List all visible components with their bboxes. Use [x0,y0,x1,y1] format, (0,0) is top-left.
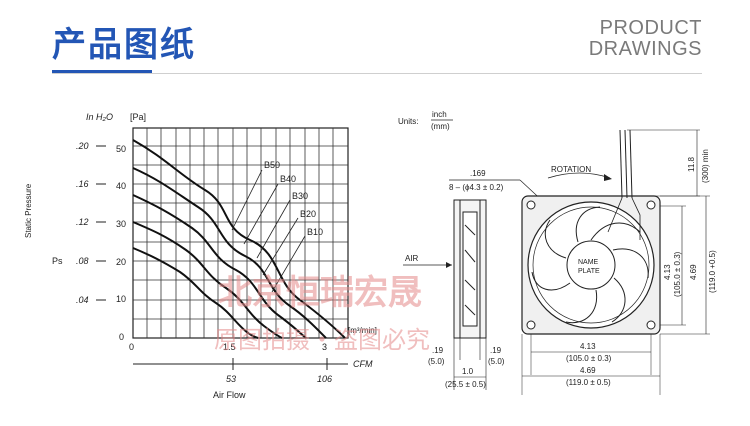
units-label: Units: [398,117,418,126]
curve-label-b40: B40 [280,174,296,184]
bottom-413-inch: 4.13 [580,342,596,351]
left-tick-label: .16 [76,179,89,189]
left-tick-label: .08 [76,256,89,266]
curve-label-b10: B10 [307,227,323,237]
units-inch: inch [432,110,447,119]
title-underline [52,70,152,73]
ps-label: Ps [52,256,63,266]
watermark-line2: 原图拍摄・盗图必究 [214,326,430,354]
pa-tick-label: 50 [116,144,126,154]
dimension-drawing: Units: inch (mm) .169 8 – (ϕ4.3 ± 0.2) A… [398,110,717,395]
name-plate-line2: PLATE [578,268,600,275]
depth-mm: (25.5 ± 0.5) [445,380,486,389]
lead-length-mm: (300) min [701,149,710,183]
rotation-label: ROTATION [551,165,591,174]
page-title: 产品图纸 [52,25,196,65]
x-tick-m3: 1.5 [223,342,236,352]
curve-label-b50: B50 [264,160,280,170]
y-axis-label: Static Pressure [24,183,33,238]
cfm-tick: 106 [317,374,332,384]
curve-b10 [132,247,259,339]
hole-size-mm: 8 – (ϕ4.3 ± 0.2) [449,183,504,192]
pa-tick-labels: 50 40 30 20 10 0 [116,144,126,342]
cfm-tick: 53 [226,374,236,384]
side-469-mm: (119.0 +0.5) [708,250,717,293]
left-tick-labels: .20 .16 .12 .08 .04 [76,141,106,305]
english-title: PRODUCT DRAWINGS [589,18,702,60]
cfm-unit-label: CFM [353,359,373,369]
flange-a-mm: (5.0) [428,357,445,366]
air-label: AIR [405,254,419,263]
pa-tick-label: 30 [116,219,126,229]
performance-chart: In H₂O [Pa] Static Pressure Ps .20 .16 .… [24,112,377,400]
english-title-line2: DRAWINGS [588,38,702,60]
left-tick-label: .04 [76,295,89,305]
unit-inh2o-label: In H₂O [86,112,113,122]
side-413-inch: 4.13 [663,264,672,280]
depth-inch: 1.0 [462,367,474,376]
lead-length-inch: 11.8 [687,156,696,172]
left-tick-label: .20 [76,141,89,151]
curve-labels: B50 B40 B30 B20 B10 [264,160,323,237]
side-469-inch: 4.69 [689,264,698,280]
fan-side-view [453,199,487,339]
pa-tick-label: 10 [116,294,126,304]
name-plate-line1: NAME [578,259,599,266]
english-title-line1: PRODUCT [599,17,702,39]
hole-size-inch: .169 [470,169,486,178]
units-mm: (mm) [431,122,450,131]
x-tick-m3: 3 [322,342,327,352]
header-divider [52,73,702,74]
curve-b40 [132,167,327,339]
chart-grid [132,127,349,339]
watermark-line1: 北京恒瑞宏晟 [218,273,422,313]
curve-b50 [132,139,346,339]
m3-unit-label: [m³/min] [348,326,377,335]
pa-tick-label: 0 [119,332,124,342]
side-413-mm: (105.0 ± 0.3) [673,251,682,297]
x-axis-label: Air Flow [213,390,246,400]
watermark: 北京恒瑞宏晟 原图拍摄・盗图必究 [214,273,430,354]
bottom-469-inch: 4.69 [580,366,596,375]
pa-tick-label: 20 [116,257,126,267]
curve-label-b20: B20 [300,209,316,219]
flange-b-inch: .19 [490,346,502,355]
unit-pa-label: [Pa] [130,112,146,122]
bottom-469-mm: (119.0 ± 0.5) [566,378,611,387]
curve-label-b30: B30 [292,191,308,201]
bottom-413-mm: (105.0 ± 0.3) [566,354,612,363]
curve-label-leaders [231,169,306,293]
x-tick-m3: 0 [129,342,134,352]
flange-b-mm: (5.0) [488,357,505,366]
left-tick-label: .12 [76,217,89,227]
curve-b30 [132,194,307,339]
pa-tick-label: 40 [116,181,126,191]
fan-front-view [521,129,661,335]
flange-a-inch: .19 [432,346,444,355]
pq-curves [132,139,346,339]
curve-b20 [132,221,283,339]
